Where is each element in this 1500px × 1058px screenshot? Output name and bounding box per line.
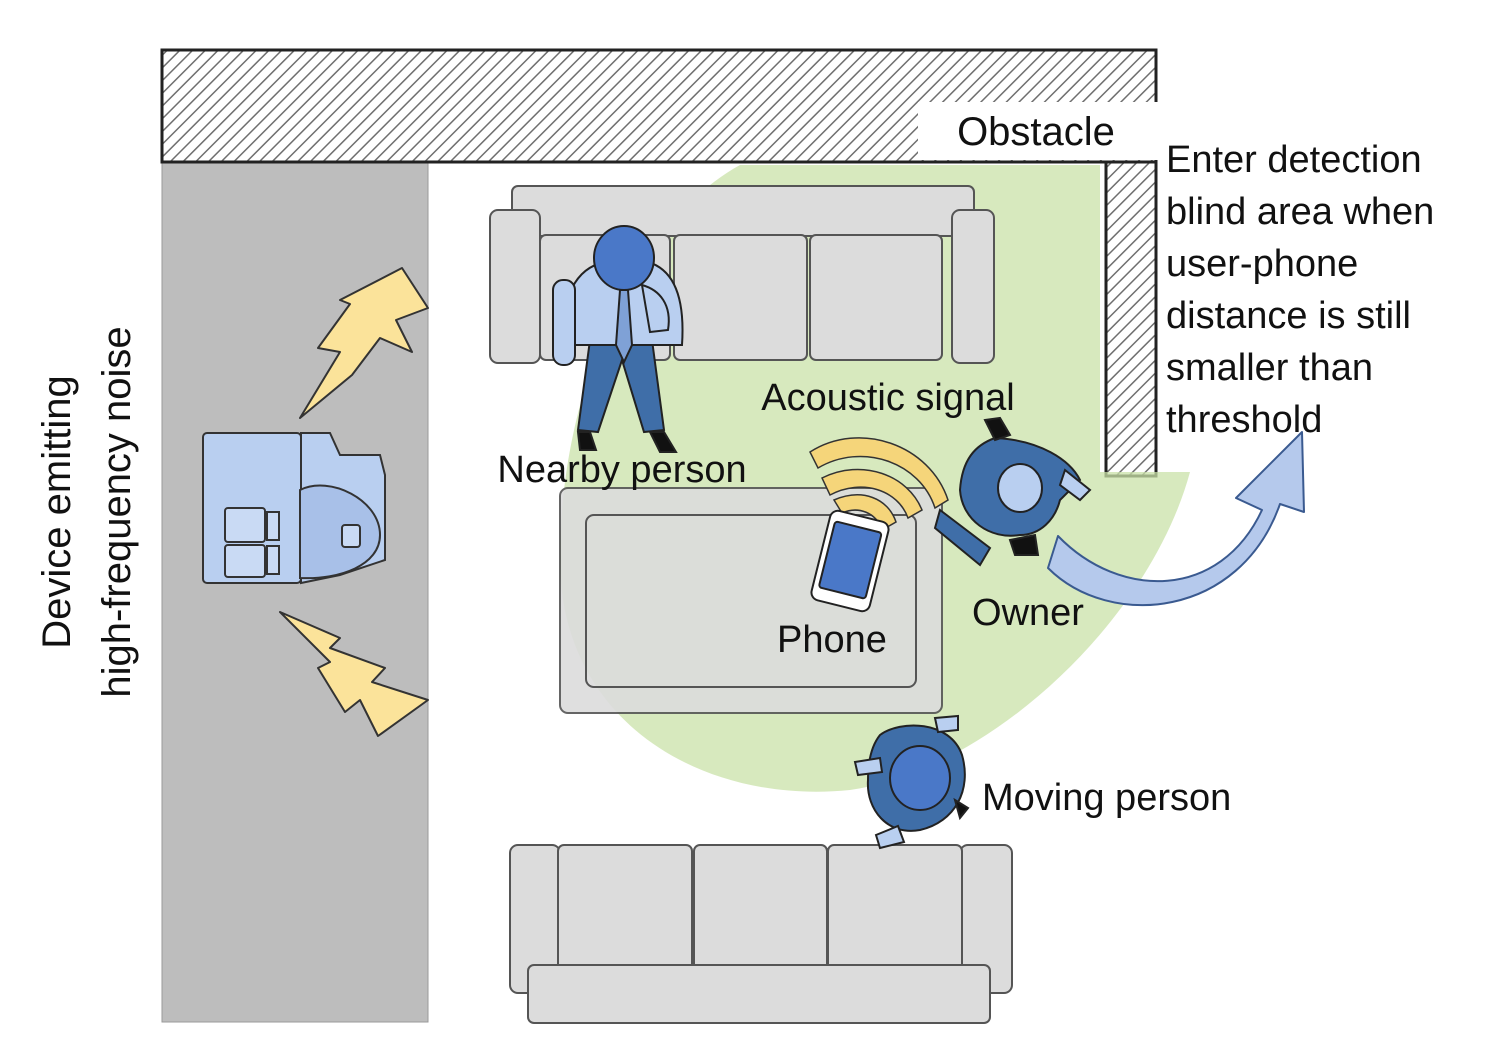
blind-area-note: Enter detection blind area when user-pho…	[1166, 139, 1434, 441]
svg-text:threshold: threshold	[1166, 399, 1322, 441]
svg-text:high-frequency noise: high-frequency noise	[95, 326, 139, 697]
svg-text:user-phone: user-phone	[1166, 243, 1358, 285]
lightning-bolt-icon	[279, 611, 429, 737]
svg-text:Device emitting: Device emitting	[35, 375, 79, 648]
bottom-sofa	[509, 844, 1013, 1024]
svg-text:smaller than: smaller than	[1166, 347, 1373, 389]
noise-device-label: Device emitting high-frequency noise	[35, 326, 139, 697]
svg-text:distance is still: distance is still	[1166, 295, 1411, 337]
svg-text:blind area when: blind area when	[1166, 191, 1434, 233]
moving-person-figure	[853, 714, 970, 850]
owner-figure	[933, 416, 1092, 567]
phone-label: Phone	[777, 619, 887, 661]
obstacle-label: Obstacle	[957, 110, 1115, 154]
acoustic-signal-label: Acoustic signal	[761, 377, 1014, 419]
obstacle-wall	[160, 48, 1158, 478]
owner-label: Owner	[972, 592, 1084, 634]
nearby-person-label: Nearby person	[497, 449, 746, 491]
svg-text:Enter detection: Enter detection	[1166, 139, 1422, 181]
moving-person-label: Moving person	[982, 777, 1231, 819]
lightning-bolt-icon	[299, 267, 429, 419]
curved-arrow-icon	[1047, 431, 1305, 606]
smartphone-icon	[810, 509, 890, 613]
nearby-person-figure	[552, 225, 684, 453]
washing-machine-icon	[202, 432, 386, 585]
